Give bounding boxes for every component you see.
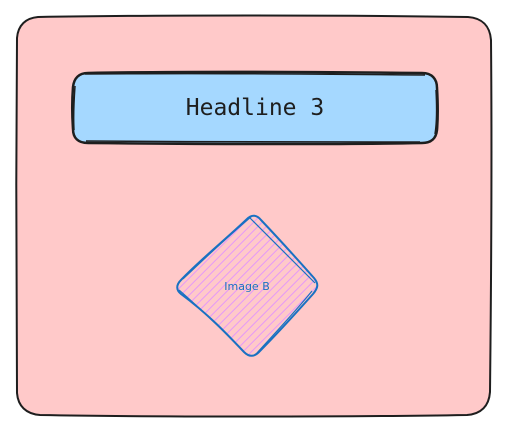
headline-box-sketch-stroke xyxy=(72,72,438,143)
headline-title: Headline 3 xyxy=(186,95,324,121)
image-placeholder-label: Image B xyxy=(224,280,270,293)
image-placeholder[interactable]: Image B xyxy=(176,214,319,357)
headline-box[interactable]: Headline 3 xyxy=(71,70,439,146)
headline-box-shape xyxy=(71,70,439,146)
image-placeholder-sketch-stroke xyxy=(178,215,316,355)
